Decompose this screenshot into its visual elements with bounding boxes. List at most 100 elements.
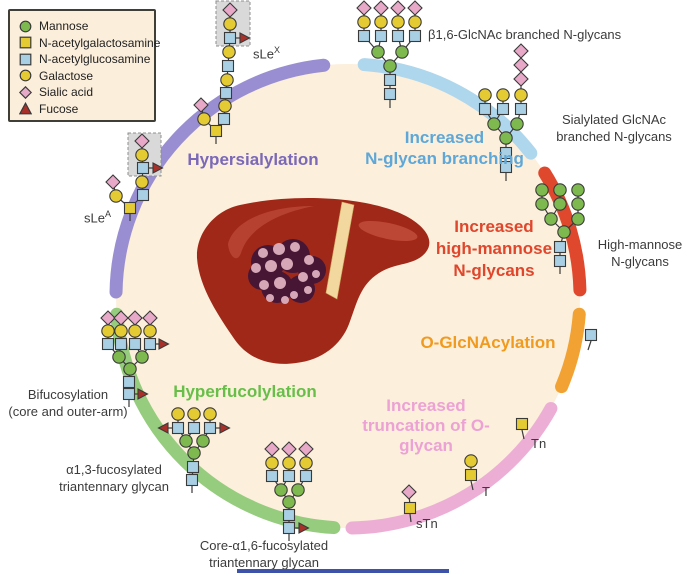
glcnac-symbol	[383, 87, 397, 101]
gal-symbol	[143, 324, 157, 338]
gal-symbol	[222, 45, 236, 59]
legend-item-label: Sialic acid	[39, 85, 94, 100]
glycan-structures	[100, 0, 598, 541]
glcnac-symbol	[408, 29, 422, 43]
glcnac-symbol	[265, 469, 279, 483]
man-symbol	[383, 59, 397, 73]
sia-symbol	[513, 43, 529, 59]
galnac-symbol	[464, 468, 478, 482]
label-tn: Tn	[531, 436, 547, 451]
sia-symbol	[513, 71, 529, 87]
gal-symbol	[128, 324, 142, 338]
gal-symbol	[109, 189, 123, 203]
man-symbol	[291, 483, 305, 497]
sia-symbol	[105, 174, 121, 190]
liver-illustration	[196, 198, 430, 364]
glcnac-symbol	[203, 421, 217, 435]
glcnac-symbol	[187, 421, 201, 435]
glcnac-symbol	[514, 102, 528, 116]
sia-symbol	[373, 0, 389, 16]
glcnac-symbol	[185, 473, 199, 487]
galactose-icon	[19, 69, 32, 82]
label-bifucosylation: Bifucosylation (core and outer-arm)	[8, 387, 128, 419]
glcnac-symbol	[136, 161, 150, 175]
glcnac-symbol	[391, 29, 405, 43]
arc-truncation-o-glycan	[345, 401, 558, 535]
sia-symbol	[356, 0, 372, 16]
liver-sheen	[228, 206, 314, 259]
fucose-icon	[19, 102, 32, 115]
gal-symbol	[114, 324, 128, 338]
gal-symbol	[391, 15, 405, 29]
glcnac-symbol	[122, 375, 136, 389]
man-symbol	[510, 117, 524, 131]
gal-symbol	[220, 73, 234, 87]
fucr-symbol	[239, 32, 251, 44]
man-symbol	[544, 212, 558, 226]
gal-symbol	[464, 454, 478, 468]
man-symbol	[395, 45, 409, 59]
hypersialylation-text: Hypersialylation	[187, 150, 319, 169]
glcnac-symbol	[282, 469, 296, 483]
man-symbol	[123, 362, 137, 376]
glycan-b16-branched	[356, 0, 423, 108]
label-stn: sTn	[416, 516, 438, 531]
glcnac-symbol	[223, 31, 237, 45]
man-symbol	[196, 434, 210, 448]
sia-symbol	[298, 441, 314, 457]
glycan-sialylated-branched	[478, 43, 529, 181]
legend-item-label: Galactose	[39, 68, 94, 83]
label-t: T	[482, 484, 490, 499]
glcnac-symbol	[584, 328, 598, 342]
glcnac-symbol	[553, 240, 567, 254]
gal-symbol	[265, 456, 279, 470]
legend-item: Mannose	[19, 18, 148, 35]
gal-symbol	[101, 324, 115, 338]
glcnac-symbol	[553, 254, 567, 268]
glycan-tn	[515, 417, 529, 440]
label-high-mannose-inner: Increased high-mannose N-glycans	[435, 217, 553, 280]
cycle-ring	[109, 58, 587, 535]
glcnac-symbol	[374, 29, 388, 43]
glycan-stem	[587, 340, 592, 351]
fucr-symbol	[158, 338, 170, 350]
man-symbol	[553, 183, 567, 197]
man-symbol	[557, 225, 571, 239]
glcnac-symbol	[128, 337, 142, 351]
man-symbol	[571, 183, 585, 197]
glcnac-symbol	[383, 73, 397, 87]
label-n-glycan-branching: Increased N-glycan branching	[365, 128, 524, 168]
fucl-symbol	[157, 422, 169, 434]
gal-symbol	[203, 407, 217, 421]
sialic-acid-icon	[19, 85, 32, 99]
glcnac-symbol	[499, 146, 513, 160]
sia-symbol	[134, 133, 150, 149]
liver-band	[325, 201, 355, 300]
glycan-slex-chain	[193, 0, 251, 144]
label-hypersialylation: Hypersialylation	[168, 149, 338, 170]
arc-o-glcnacylation	[555, 307, 586, 394]
fucr-symbol	[298, 522, 310, 534]
label-slex: sLeX	[253, 45, 280, 62]
gal-symbol	[197, 112, 211, 126]
glycan-bifucosylated	[100, 310, 170, 407]
glycan-stn	[401, 484, 417, 523]
glcnac-symbol	[171, 421, 185, 435]
gal-symbol	[135, 175, 149, 189]
galnac-symbol	[123, 201, 137, 215]
man-symbol	[553, 197, 567, 211]
man-symbol	[499, 131, 513, 145]
galnac-symbol	[403, 501, 417, 515]
label-o-glcnacylation: O-GlcNAcylation	[420, 333, 556, 352]
label-hyperfucolylation: Hyperfucolylation	[173, 382, 317, 401]
legend-item: Fucose	[19, 101, 148, 118]
sia-symbol	[193, 97, 209, 113]
sia-symbol	[513, 57, 529, 73]
sia-symbol	[281, 441, 297, 457]
glcnac-symbol	[219, 86, 233, 100]
man-symbol	[487, 117, 501, 131]
galnac-symbol	[515, 417, 529, 431]
man-symbol	[535, 197, 549, 211]
legend-item: N-acetylgalactosamine	[19, 35, 160, 52]
